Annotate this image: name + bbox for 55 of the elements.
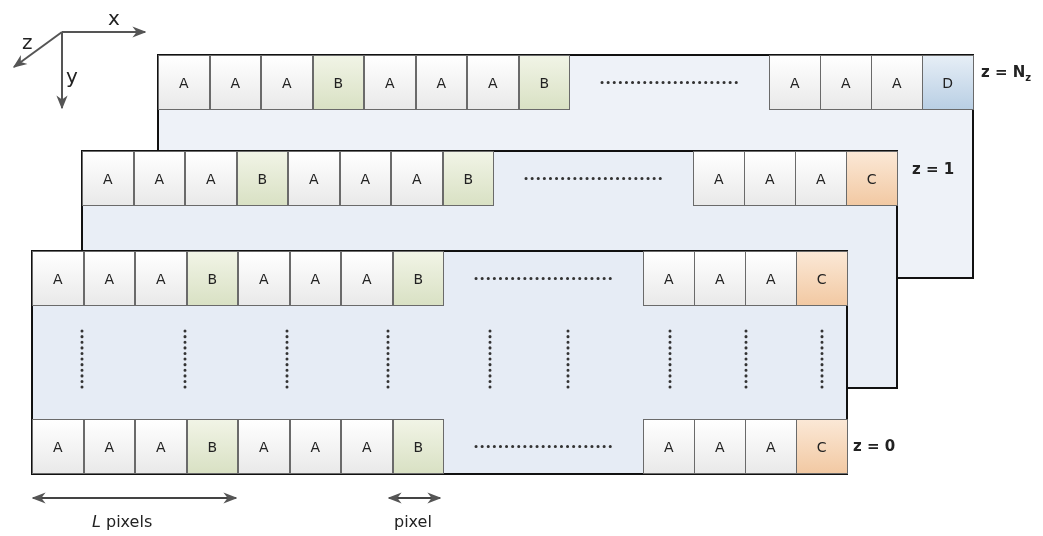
pixel-cell: A bbox=[288, 151, 340, 206]
pixel-cell: A bbox=[341, 419, 393, 474]
pixel-cell: B bbox=[186, 419, 238, 474]
pixel-cell: A bbox=[261, 55, 313, 110]
pixel-cell: A bbox=[391, 151, 443, 206]
pixel-cell: A bbox=[693, 151, 745, 206]
pixel-cell: A bbox=[364, 55, 416, 110]
pixel-cell: A bbox=[82, 151, 134, 206]
pixel-cell: A bbox=[185, 151, 237, 206]
pixel-cell: C bbox=[796, 419, 848, 474]
pixel-cell: C bbox=[796, 251, 848, 306]
pixel-cell: A bbox=[339, 151, 391, 206]
pixel-cell: A bbox=[158, 55, 210, 110]
layer-label: z = 1 bbox=[912, 160, 955, 178]
pixel-cell: B bbox=[392, 419, 444, 474]
pixel-cell: D bbox=[922, 55, 974, 110]
pixel-cell: A bbox=[32, 419, 84, 474]
pixel-cell: B bbox=[442, 151, 494, 206]
axis-label: z bbox=[22, 30, 33, 54]
pixel-cell: A bbox=[694, 251, 746, 306]
pixel-cell: A bbox=[83, 251, 135, 306]
pixel-cell: A bbox=[643, 251, 695, 306]
pixel-cell: A bbox=[135, 251, 187, 306]
pixel-cell: A bbox=[32, 251, 84, 306]
pixel-cell: A bbox=[643, 419, 695, 474]
pixel-cell: A bbox=[238, 419, 290, 474]
pixel-cell: B bbox=[186, 251, 238, 306]
pixel-cell: A bbox=[209, 55, 261, 110]
pixel-cell: A bbox=[795, 151, 847, 206]
pixel-cell: A bbox=[341, 251, 393, 306]
axis-label: x bbox=[108, 6, 120, 30]
pixel-cell: B bbox=[312, 55, 364, 110]
pixel-cell: B bbox=[236, 151, 288, 206]
pixel-cell: A bbox=[467, 55, 519, 110]
pixel-cell: A bbox=[238, 251, 290, 306]
pixel-cell: A bbox=[289, 419, 341, 474]
pixel-cell: A bbox=[769, 55, 821, 110]
pixel-cell: A bbox=[135, 419, 187, 474]
pixel-cell: A bbox=[871, 55, 923, 110]
pixel-cell: A bbox=[745, 251, 797, 306]
dimension-label: L pixels bbox=[92, 512, 153, 531]
pixel-cell: A bbox=[744, 151, 796, 206]
layer-label: z = 0 bbox=[853, 437, 896, 455]
pixel-cell: A bbox=[83, 419, 135, 474]
axis-label: y bbox=[66, 64, 78, 88]
dimension-label: pixel bbox=[394, 512, 432, 531]
pixel-cell: B bbox=[392, 251, 444, 306]
pixel-cell: A bbox=[745, 419, 797, 474]
pixel-cell: B bbox=[518, 55, 570, 110]
pixel-cell: A bbox=[289, 251, 341, 306]
pixel-cell: A bbox=[820, 55, 872, 110]
pixel-cell: A bbox=[415, 55, 467, 110]
pixel-cell: A bbox=[133, 151, 185, 206]
pixel-cell: C bbox=[846, 151, 898, 206]
pixel-cell: A bbox=[694, 419, 746, 474]
